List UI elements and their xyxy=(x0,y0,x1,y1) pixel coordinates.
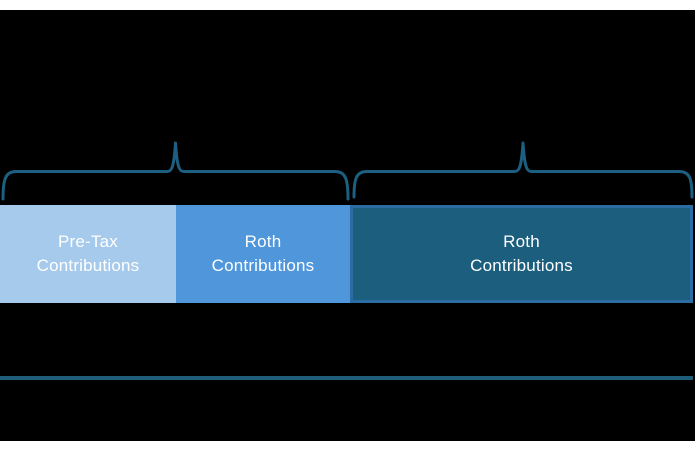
segment-pretax-contributions: Pre-Tax Contributions xyxy=(0,205,176,303)
segment-label-line2: Contributions xyxy=(470,256,573,275)
contribution-bar: Pre-Tax Contributions Roth Contributions… xyxy=(0,205,695,303)
segment-label-line2: Contributions xyxy=(36,256,140,275)
segment-label-line2: Contributions xyxy=(211,256,315,275)
segment-roth-contributions-left: Roth Contributions xyxy=(176,205,350,303)
segment-label-line1: Roth xyxy=(503,232,540,251)
segment-label-line1: Roth xyxy=(244,232,282,251)
divider-line xyxy=(0,376,693,380)
segment-roth-contributions-right: Roth Contributions xyxy=(350,205,693,303)
segment-label-line1: Pre-Tax xyxy=(58,232,118,251)
